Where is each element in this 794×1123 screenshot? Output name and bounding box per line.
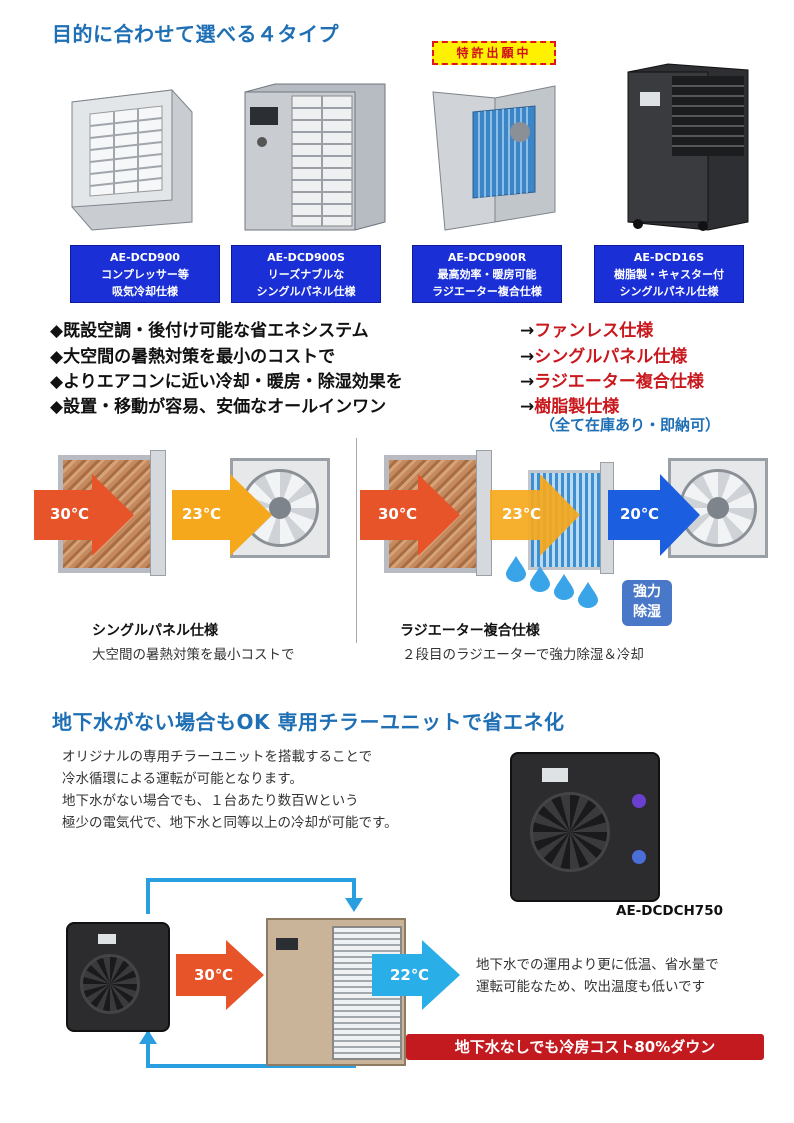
chiller-unit-small	[66, 922, 170, 1032]
chiller-unit-photo	[510, 752, 660, 902]
feature-text-3: ◆よりエアコンに近い冷却・暖房・除湿効果を	[50, 372, 403, 392]
paragraph-line: 冷水循環による運転が可能となります。	[62, 771, 303, 787]
radiator-title: ラジエーター複合仕様	[400, 623, 540, 639]
chiller-fan-grill	[80, 954, 140, 1014]
arrow: →	[520, 321, 535, 341]
result-label: シングルパネル仕様	[534, 347, 688, 367]
caption-dcd16s: AE-DCD16S 樹脂製・キャスター付 シングルパネル仕様	[594, 245, 744, 303]
caption-line2: シングルパネル仕様	[256, 285, 356, 298]
result-label: 樹脂製仕様	[534, 397, 620, 417]
arrow-down-icon	[345, 898, 363, 912]
temp-in-label: 30℃	[194, 966, 234, 984]
arrow-supply-30	[176, 940, 264, 1010]
arrow-outlet-23	[172, 474, 272, 556]
caption-model: AE-DCD900	[110, 251, 180, 264]
water-drop-icon	[506, 556, 526, 582]
cooler-display	[276, 938, 298, 950]
temp-out-label: 22℃	[390, 966, 430, 984]
caption-line1: 最高効率・暖房可能	[437, 268, 537, 281]
caption-line2: シングルパネル仕様	[619, 285, 719, 298]
section2-heading: 地下水がない場合もOK 専用チラーユニットで省エネ化	[52, 710, 565, 734]
caption-model: AE-DCD16S	[633, 251, 705, 264]
result-label: ファンレス仕様	[534, 321, 654, 341]
arrow: →	[520, 397, 535, 417]
caption-line1: コンプレッサー等	[101, 268, 189, 281]
radiator-desc: ２段目のラジエーターで強力除湿＆冷却	[402, 647, 644, 663]
pad-frame	[150, 450, 166, 576]
pipe	[352, 878, 356, 908]
section1-heading: 目的に合わせて選べる４タイプ	[52, 22, 339, 46]
temp-in-label: 30℃	[378, 505, 418, 523]
arrow-mid-23	[490, 474, 580, 556]
arrow: →	[520, 347, 535, 367]
paragraph-line: オリジナルの専用チラーユニットを搭載することで	[62, 749, 373, 765]
single-panel-title: シングルパネル仕様	[92, 623, 218, 639]
caption-model: AE-DCD900S	[267, 251, 345, 264]
pipe	[146, 878, 356, 882]
chiller-paragraph: オリジナルの専用チラーユニットを搭載することで 冷水循環による運転が可能となりま…	[62, 746, 398, 834]
patent-pending-badge: 特許出願中	[432, 41, 556, 65]
stock-note: （全て在庫あり・即納可）	[540, 416, 721, 434]
feature-text-4: ◆設置・移動が容易、安価なオールインワン	[50, 397, 387, 417]
caption-line2: ラジエーター複合仕様	[432, 285, 542, 298]
single-panel-desc: 大空間の暑熱対策を最小コストで	[92, 647, 295, 663]
feature-text-2: ◆大空間の暑熱対策を最小のコストで	[50, 347, 336, 367]
feature-result-3: →ラジエーター複合仕様	[520, 367, 704, 392]
temp-in-label: 30℃	[50, 505, 90, 523]
strong-dehumidify-badge: 強力 除湿	[622, 580, 672, 626]
water-drop-icon	[578, 582, 598, 608]
chiller-model-label: AE-DCDCH750	[616, 903, 723, 919]
feature-result-2: →シングルパネル仕様	[520, 342, 687, 367]
note-line: 地下水での運用より更に低温、省水量で	[476, 957, 719, 973]
pipe-port-icon	[632, 794, 646, 808]
badge-line1: 強力	[633, 584, 661, 600]
chiller-fan-grill	[530, 792, 610, 872]
pipe	[146, 878, 150, 914]
arrow: →	[520, 372, 535, 392]
arrow-intake-30	[360, 474, 460, 556]
caption-dcd900s: AE-DCD900S リーズナブルな シングルパネル仕様	[231, 245, 381, 303]
water-drop-icon	[530, 566, 550, 592]
caption-dcd900r: AE-DCD900R 最高効率・暖房可能 ラジエーター複合仕様	[412, 245, 562, 303]
paragraph-line: 地下水がない場合でも、１台あたり数百Ｗという	[62, 793, 359, 809]
pipe	[146, 1064, 356, 1068]
pipe-port-icon	[632, 850, 646, 864]
pipe	[146, 1030, 150, 1066]
chiller-note: 地下水での運用より更に低温、省水量で 運転可能なため、吹出温度も低いです	[476, 954, 719, 998]
diagram-divider	[356, 438, 357, 643]
temp-out-label: 20℃	[620, 505, 660, 523]
product-photo-dcd900s	[240, 82, 390, 232]
fan-hub	[707, 497, 729, 519]
product-photo-dcd900r	[425, 72, 570, 232]
water-drop-icon	[554, 574, 574, 600]
chiller-display	[542, 768, 568, 782]
badge-line2: 除湿	[633, 604, 661, 620]
arrow-outlet-22	[372, 940, 460, 1010]
paragraph-line: 極少の電気代で、地下水と同等以上の冷却が可能です。	[62, 815, 398, 831]
feature-result-4: →樹脂製仕様	[520, 392, 619, 417]
arrow-outlet-20	[608, 474, 700, 556]
caption-model: AE-DCD900R	[447, 251, 527, 264]
fan-hub	[269, 497, 291, 519]
temp-mid-label: 23℃	[502, 505, 542, 523]
product-photo-dcd900	[62, 82, 202, 232]
feature-text-1: ◆既設空調・後付け可能な省エネシステム	[50, 321, 369, 341]
note-line: 運転可能なため、吹出温度も低いです	[476, 979, 706, 995]
temp-out-label: 23℃	[182, 505, 222, 523]
feature-result-1: →ファンレス仕様	[520, 316, 653, 341]
chiller-display	[98, 934, 116, 944]
caption-line2: 吸気冷却仕様	[112, 285, 178, 298]
arrow-intake-30	[34, 474, 134, 556]
result-label: ラジエーター複合仕様	[534, 372, 704, 392]
product-photo-dcd16s	[618, 62, 758, 232]
caption-dcd900: AE-DCD900 コンプレッサー等 吸気冷却仕様	[70, 245, 220, 303]
arrow-up-icon	[139, 1030, 157, 1044]
caption-line1: 樹脂製・キャスター付	[614, 268, 724, 281]
cost-down-banner: 地下水なしでも冷房コスト80%ダウン	[406, 1034, 764, 1060]
caption-line1: リーズナブルな	[267, 268, 345, 281]
